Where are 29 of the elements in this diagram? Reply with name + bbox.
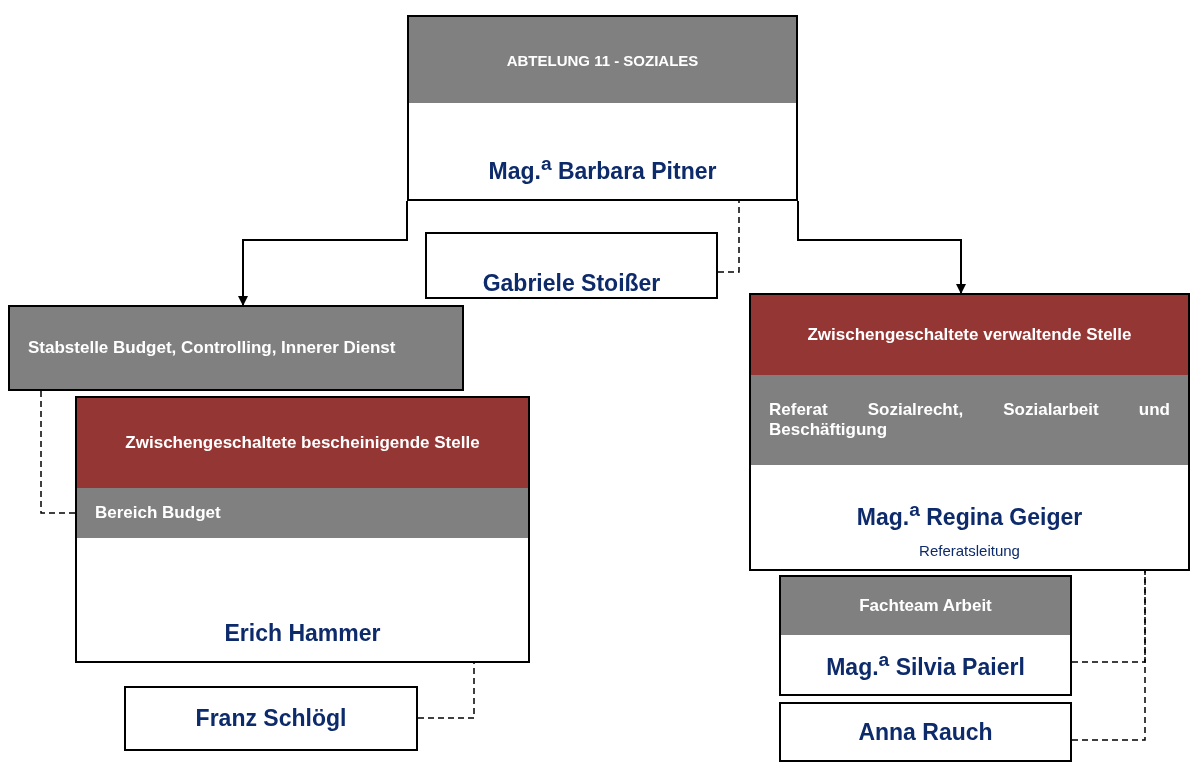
connector-line: [717, 200, 740, 273]
unit-title: Zwischengeschaltete bescheinigende Stelle: [125, 433, 480, 453]
org-box: [407, 15, 798, 201]
person-name: Gabriele Stoißer: [482, 270, 661, 297]
department-title: ABTELUNG 11 - SOZIALES: [506, 51, 699, 69]
connector-line: [1071, 570, 1146, 663]
org-box: [779, 575, 1072, 696]
unit-title: Zwischengeschaltete verwaltende Stelle: [807, 325, 1132, 345]
arrow: [238, 200, 408, 306]
person-name: Mag.$^{a}$ Regina Geiger: [856, 499, 1083, 531]
org-box: [779, 702, 1072, 762]
connector-line: [40, 390, 76, 514]
person-name: Erich Hammer: [224, 620, 381, 647]
org-box: [75, 396, 530, 663]
org-box: [124, 686, 418, 751]
arrow: [797, 200, 966, 294]
person-name: Anna Rauch: [858, 718, 993, 746]
role-label: Referatsleitung: [919, 541, 1020, 559]
org-box: [749, 293, 1190, 571]
section-title: Bereich Budget: [95, 503, 221, 523]
person-name: Mag.$^{a}$ Silvia Paierl: [826, 648, 1025, 681]
section-title: Referat Sozialrecht, Sozialarbeit und Beschäftigung: [769, 400, 1170, 440]
person-name: Franz Schlögl: [195, 705, 347, 732]
org-box: [425, 232, 718, 299]
org-box: [8, 305, 464, 391]
connector-line: [1071, 570, 1146, 741]
head-name: Mag.$^{a}$ Barbara Pitner: [488, 153, 717, 185]
team-title: Fachteam Arbeit: [859, 596, 992, 616]
unit-title: Stabstelle Budget, Controlling, Innerer Dienst: [28, 338, 397, 358]
